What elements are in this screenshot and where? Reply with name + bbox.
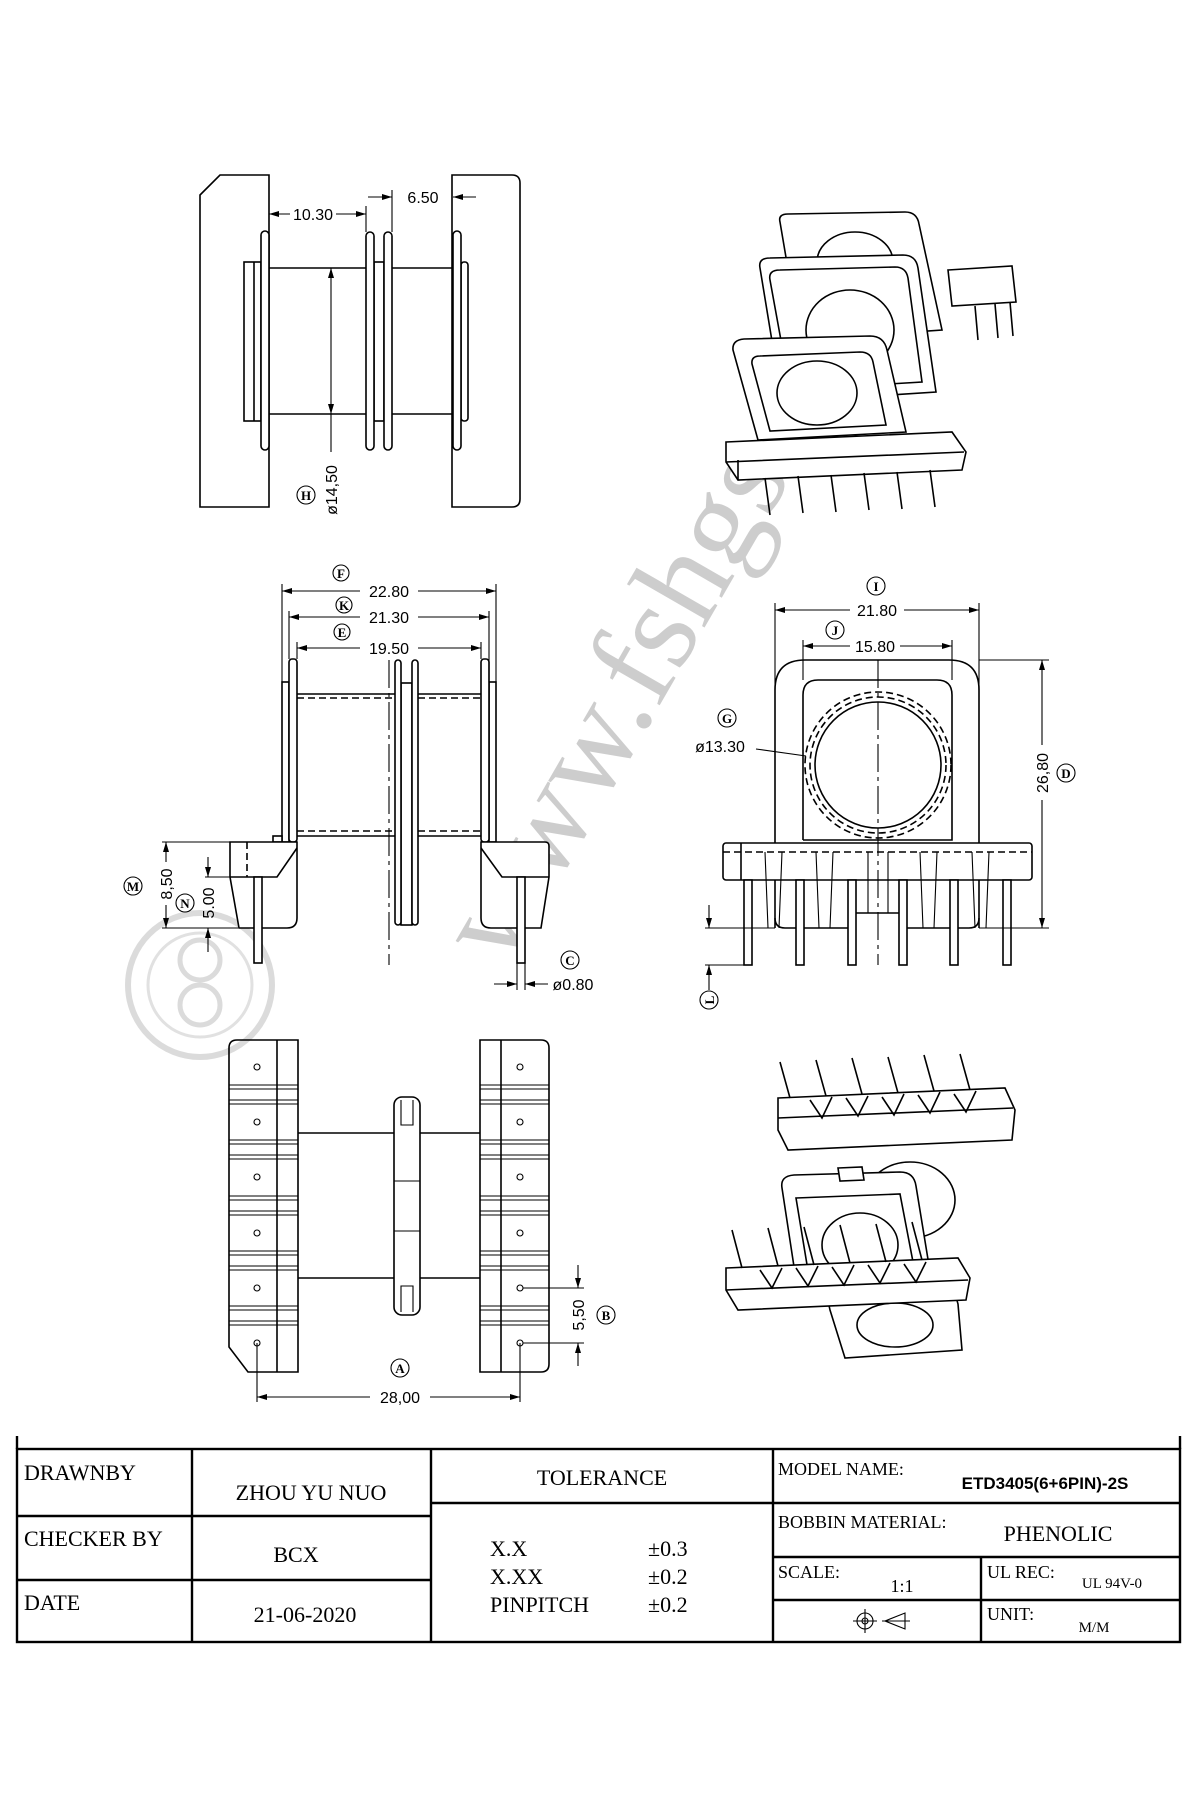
bobbin-material-label: BOBBIN MATERIAL: xyxy=(778,1512,947,1532)
date-value: 21-06-2020 xyxy=(254,1602,357,1627)
tolerance-name-2: PINPITCH xyxy=(490,1592,589,1617)
title-block: DRAWNBY ZHOU YU NUO CHECKER BY BCX DATE … xyxy=(15,1436,1182,1644)
dim-d: 26,80 xyxy=(1035,753,1052,793)
checker-value: BCX xyxy=(273,1542,318,1567)
dim-6-50: 6.50 xyxy=(407,190,438,207)
label-k: K xyxy=(339,598,350,613)
side-view: 22.80 F 21.30 K 19.50 E 8,50 M 5.00 N ø0… xyxy=(123,564,594,994)
dim-k: 21.30 xyxy=(369,610,409,627)
dim-m: 8,50 xyxy=(159,868,176,899)
ul-rec-value: UL 94V-0 xyxy=(1082,1576,1142,1592)
bottom-view: 28,00 A 5,50 B xyxy=(228,1039,616,1407)
unit-value: M/M xyxy=(1079,1620,1110,1636)
dim-a: 28,00 xyxy=(380,1390,420,1407)
drawn-by-value: ZHOU YU NUO xyxy=(236,1480,387,1505)
pin-holes xyxy=(253,1063,524,1347)
dim-e: 19.50 xyxy=(369,641,409,658)
scale-value: 1:1 xyxy=(890,1576,913,1596)
label-d: D xyxy=(1061,766,1070,781)
top-view: 10.30 6.50 ø14,50 H xyxy=(199,174,521,515)
dim-i: 21.80 xyxy=(857,603,897,620)
label-b: B xyxy=(602,1308,611,1323)
dim-b: 5,50 xyxy=(571,1299,588,1330)
tolerance-name-1: X.XX xyxy=(490,1564,543,1589)
front-pins xyxy=(743,879,1012,966)
dim-10-30: 10.30 xyxy=(293,207,333,224)
projection-symbol-icon xyxy=(853,1609,910,1633)
label-g: G xyxy=(722,711,732,726)
dim-c: ø0.80 xyxy=(553,977,594,994)
tolerance-value-0: ±0.3 xyxy=(648,1536,688,1561)
label-l: L xyxy=(702,995,717,1004)
tolerance-label: TOLERANCE xyxy=(537,1465,667,1490)
label-n: N xyxy=(180,896,190,911)
isometric-view-top xyxy=(725,211,1017,516)
unit-label: UNIT: xyxy=(987,1604,1034,1624)
scale-label: SCALE: xyxy=(778,1562,840,1582)
label-f: F xyxy=(337,566,345,581)
bobbin-material-value: PHENOLIC xyxy=(1004,1521,1113,1546)
front-view: 21.80 I 15.80 J ø13.30 G 26,80 D L xyxy=(695,576,1076,1010)
dim-j: 15.80 xyxy=(855,639,895,656)
label-i: I xyxy=(873,579,878,594)
front-pads xyxy=(764,851,990,929)
tolerance-value-1: ±0.2 xyxy=(648,1564,688,1589)
pad-grooves xyxy=(229,1084,549,1326)
drawn-by-label: DRAWNBY xyxy=(24,1460,136,1485)
dim-h-diameter: ø14,50 xyxy=(324,465,341,515)
label-j: J xyxy=(832,623,839,638)
label-c: C xyxy=(565,953,574,968)
isometric-view-bottom xyxy=(725,1053,1016,1359)
tolerance-value-2: ±0.2 xyxy=(648,1592,688,1617)
dim-g: ø13.30 xyxy=(695,739,745,756)
label-h: H xyxy=(301,488,311,503)
label-a: A xyxy=(395,1361,405,1376)
dim-n: 5.00 xyxy=(201,887,218,918)
ul-rec-label: UL REC: xyxy=(987,1562,1055,1582)
model-name-label: MODEL NAME: xyxy=(778,1459,904,1479)
label-e: E xyxy=(338,625,347,640)
label-m: M xyxy=(127,879,139,894)
tolerance-name-0: X.X xyxy=(490,1536,527,1561)
dim-f: 22.80 xyxy=(369,584,409,601)
checker-label: CHECKER BY xyxy=(24,1526,163,1551)
date-label: DATE xyxy=(24,1590,80,1615)
model-name-value: ETD3405(6+6PIN)-2S xyxy=(962,1474,1129,1493)
watermark-logo xyxy=(125,910,275,1060)
